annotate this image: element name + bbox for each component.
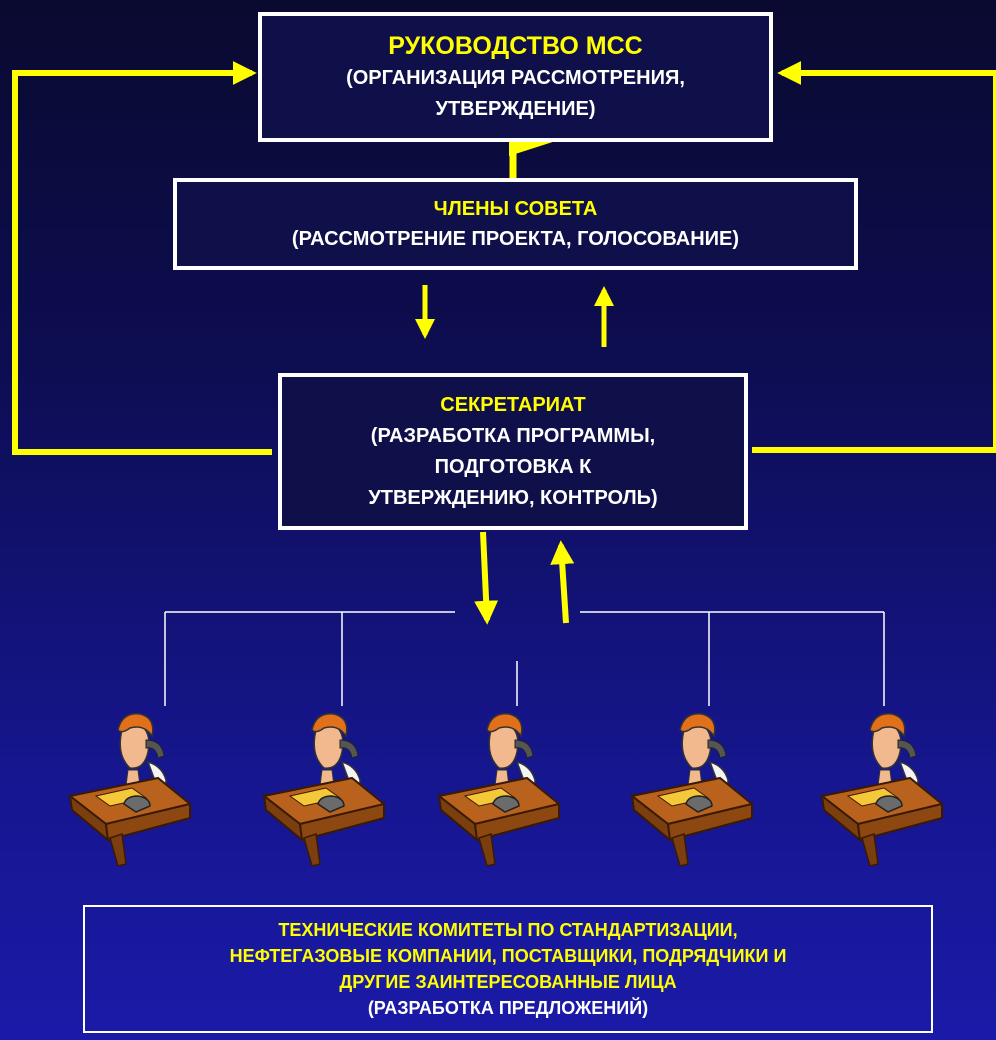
stakeholders-box: ТЕХНИЧЕСКИЕ КОМИТЕТЫ ПО СТАНДАРТИЗАЦИИ, … <box>83 905 933 1033</box>
person-at-desk-phone-icon <box>818 700 948 870</box>
person-at-desk-phone-icon <box>628 700 758 870</box>
council-title: ЧЛЕНЫ СОВЕТА <box>433 198 598 220</box>
arrow-workers-to-secretariat <box>550 540 575 624</box>
stakeholders-line3: ДРУГИЕ ЗАИНТЕРЕСОВАННЫЕ ЛИЦА <box>339 972 677 992</box>
secretariat-desc-line2: ПОДГОТОВКА К <box>434 455 592 478</box>
secretariat-title: СЕКРЕТАРИАТ <box>440 393 586 416</box>
secretariat-desc-line3: УТВЕРЖДЕНИЮ, КОНТРОЛЬ) <box>368 486 658 509</box>
person-at-desk-phone-icon <box>66 700 196 870</box>
arrow-secretariat-to-leadership-right <box>752 61 996 453</box>
council-box: ЧЛЕНЫ СОВЕТА (РАССМОТРЕНИЕ ПРОЕКТА, ГОЛО… <box>173 178 858 270</box>
secretariat-desc-line1: (РАЗРАБОТКА ПРОГРАММЫ, <box>370 424 656 447</box>
council-desc-line1: (РАССМОТРЕНИЕ ПРОЕКТА, ГОЛОСОВАНИЕ) <box>291 228 740 250</box>
leadership-desc-line2: УТВЕРЖДЕНИЕ) <box>435 98 596 120</box>
distribution-tree <box>164 611 885 706</box>
stakeholders-line2: НЕФТЕГАЗОВЫЕ КОМПАНИИ, ПОСТАВЩИКИ, ПОДРЯ… <box>229 946 787 966</box>
person-at-desk-phone-icon <box>260 700 390 870</box>
arrow-secretariat-to-leadership-left <box>12 61 272 455</box>
secretariat-box: СЕКРЕТАРИАТ (РАЗРАБОТКА ПРОГРАММЫ, ПОДГО… <box>278 373 748 530</box>
leadership-desc-line1: (ОРГАНИЗАЦИЯ РАССМОТРЕНИЯ, <box>346 67 685 89</box>
leadership-box: РУКОВОДСТВО МСС (ОРГАНИЗАЦИЯ РАССМОТРЕНИ… <box>258 12 773 142</box>
leadership-title: РУКОВОДСТВО МСС <box>388 32 643 60</box>
stakeholders-line4: (РАЗРАБОТКА ПРЕДЛОЖЕНИЙ) <box>367 998 649 1018</box>
arrow-secretariat-to-workers <box>474 531 499 625</box>
person-at-desk-phone-icon <box>435 700 565 870</box>
stakeholders-line1: ТЕХНИЧЕСКИЕ КОМИТЕТЫ ПО СТАНДАРТИЗАЦИИ, <box>278 920 738 940</box>
